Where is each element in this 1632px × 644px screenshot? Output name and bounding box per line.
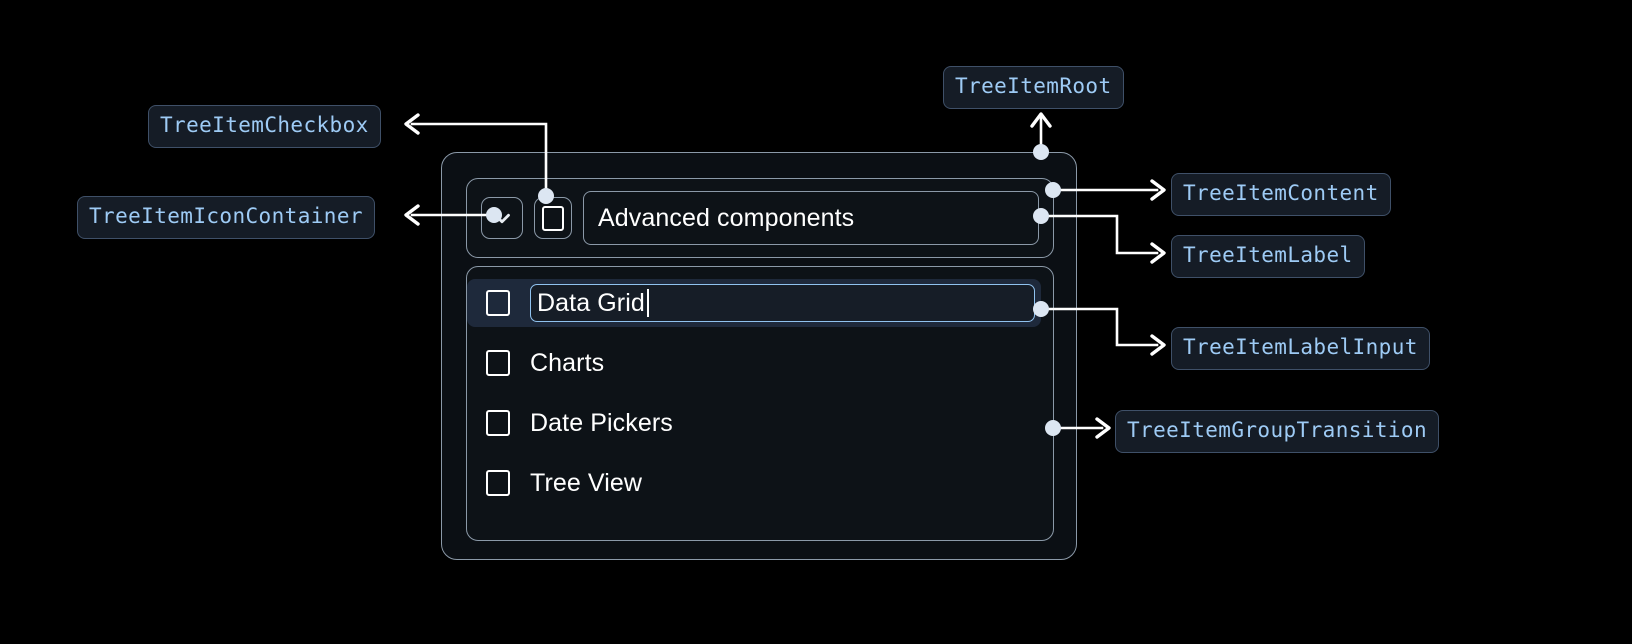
annotation-badge-tree-item-icon-container: TreeItemIconContainer	[77, 196, 375, 239]
tree-item-label-input-value: Data Grid	[537, 288, 645, 317]
tree-item-label-input[interactable]: Data Grid	[530, 284, 1035, 322]
tree-item-label-text: Advanced components	[598, 203, 855, 232]
tree-item-label-text: Charts	[530, 348, 605, 377]
arrowhead-icon-container	[404, 204, 420, 226]
tree-item-row-tree-view[interactable]: Tree View	[467, 459, 1053, 507]
annotation-badge-tree-item-root: TreeItemRoot	[943, 66, 1124, 109]
tree-item-label[interactable]: Advanced components	[583, 191, 1039, 245]
text-caret	[646, 289, 649, 317]
tree-item-row-data-grid[interactable]: Data Grid	[467, 279, 1041, 327]
chevron-down-icon	[489, 205, 515, 231]
arrowhead-label-input	[1150, 334, 1166, 356]
annotation-badge-tree-item-checkbox: TreeItemCheckbox	[148, 105, 381, 148]
arrowhead-checkbox	[404, 113, 420, 135]
checkbox-unchecked-icon[interactable]	[486, 410, 510, 436]
tree-item-row-charts[interactable]: Charts	[467, 339, 1053, 387]
tree-item-row-date-pickers[interactable]: Date Pickers	[467, 399, 1053, 447]
annotation-badge-tree-item-label-input: TreeItemLabelInput	[1171, 327, 1430, 370]
checkbox-unchecked-icon[interactable]	[486, 290, 510, 316]
checkbox-unchecked-icon[interactable]	[486, 350, 510, 376]
tree-item-label-text: Tree View	[530, 468, 643, 497]
annotation-badge-tree-item-group-transition: TreeItemGroupTransition	[1115, 410, 1439, 453]
tree-item-checkbox[interactable]	[534, 197, 572, 239]
tree-item-content[interactable]: Advanced components	[466, 178, 1054, 258]
tree-item-root[interactable]: Advanced components Data Grid Charts Dat…	[441, 152, 1077, 560]
tree-item-label-text: Date Pickers	[530, 408, 673, 437]
tree-item-group-transition: Data Grid Charts Date Pickers Tree View	[466, 266, 1054, 541]
tree-item-icon-container[interactable]	[481, 197, 523, 239]
arrowhead-group-transition	[1095, 417, 1111, 439]
checkbox-unchecked-icon[interactable]	[486, 470, 510, 496]
arrowhead-content	[1150, 179, 1166, 201]
annotation-badge-tree-item-label: TreeItemLabel	[1171, 235, 1365, 278]
arrowhead-root	[1030, 112, 1052, 128]
annotation-badge-tree-item-content: TreeItemContent	[1171, 173, 1391, 216]
checkbox-unchecked-icon	[542, 205, 564, 231]
arrowhead-label	[1150, 242, 1166, 264]
